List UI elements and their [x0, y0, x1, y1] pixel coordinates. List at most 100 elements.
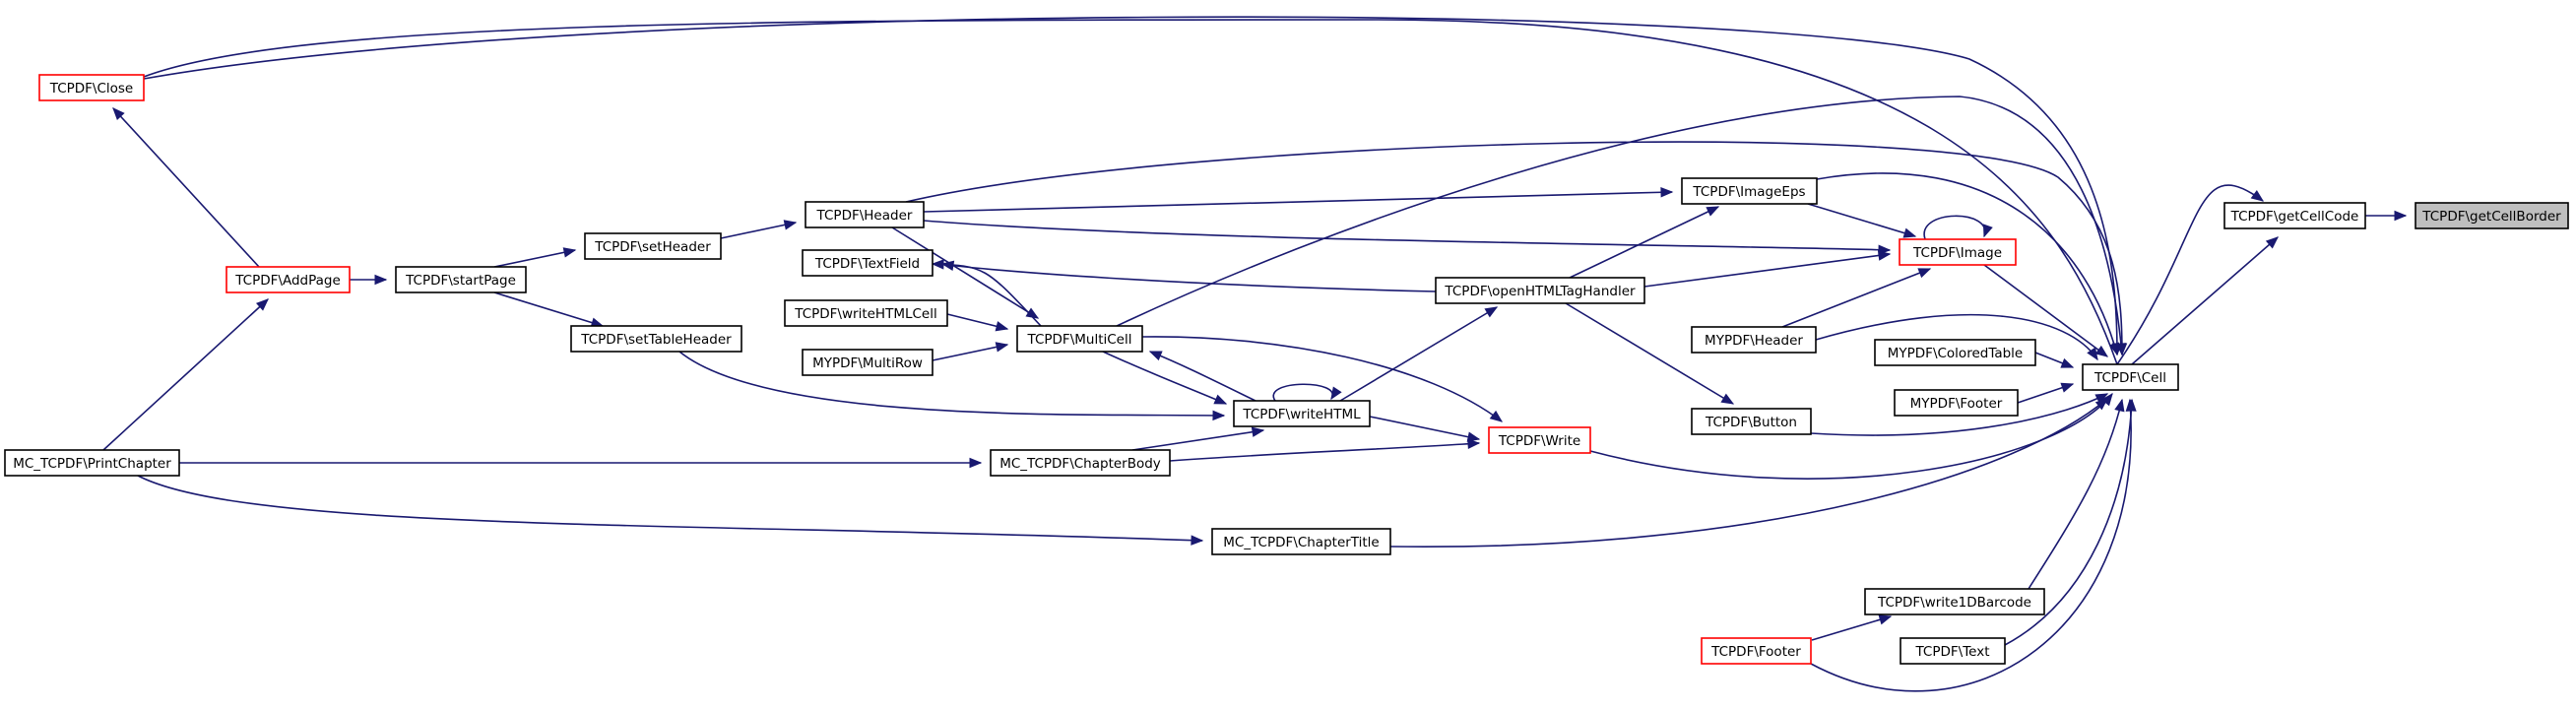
node-box[interactable]	[395, 266, 527, 293]
node-write1D[interactable]: TCPDF\write1DBarcode	[1864, 588, 2045, 615]
node-box[interactable]	[1864, 588, 2045, 615]
edge-button-to-cell	[1810, 393, 2109, 436]
node-addPage[interactable]: TCPDF\AddPage	[225, 266, 351, 293]
node-box[interactable]	[1874, 339, 2036, 366]
node-writeHTML[interactable]: TCPDF\writeHTML	[1233, 400, 1371, 427]
arrowhead-icon	[995, 321, 1009, 332]
edge-line	[493, 291, 604, 327]
node-multiCell[interactable]: TCPDF\MultiCell	[1016, 325, 1143, 353]
node-box[interactable]	[1681, 177, 1818, 205]
edge-coloredTable-to-cell	[2034, 352, 2075, 368]
node-text[interactable]: TCPDF\Text	[1900, 637, 2006, 665]
arrowhead-icon	[931, 259, 944, 270]
node-footer[interactable]: TCPDF\Footer	[1701, 637, 1812, 665]
node-writeHTMLCell[interactable]: TCPDF\writeHTMLCell	[784, 299, 948, 327]
node-label: MYPDF\ColoredTable	[1888, 346, 2023, 361]
edge-openHTML-to-button	[1565, 302, 1735, 405]
edge-line	[2028, 399, 2123, 590]
edge-image-to-cell	[1983, 264, 2109, 357]
node-box[interactable]	[990, 449, 1171, 477]
node-box[interactable]	[225, 266, 351, 293]
node-box[interactable]	[805, 201, 925, 228]
edge-line	[2004, 399, 2133, 646]
edge-text-to-cell	[2004, 398, 2137, 646]
node-box[interactable]	[784, 299, 948, 327]
node-box[interactable]	[1233, 400, 1371, 427]
edge-myFooter-to-cell	[2017, 382, 2075, 404]
node-box[interactable]	[802, 349, 934, 376]
node-box[interactable]	[1211, 528, 1391, 555]
edge-imageEps-to-cell	[1816, 172, 2120, 356]
node-cell[interactable]: TCPDF\Cell	[2082, 363, 2179, 391]
edge-line	[1369, 416, 1480, 440]
node-myFooter[interactable]: MYPDF\Footer	[1894, 389, 2019, 417]
arrowhead-icon	[2094, 393, 2109, 404]
node-image[interactable]: TCPDF\Image	[1899, 238, 2017, 266]
edge-setHeader-to-header	[720, 220, 798, 239]
edge-printChapter-to-addPage	[102, 298, 269, 451]
node-chapterTitle[interactable]: MC_TCPDF\ChapterTitle	[1211, 528, 1391, 555]
node-imageEps[interactable]: TCPDF\ImageEps	[1681, 177, 1818, 205]
node-myMultiRow[interactable]: MYPDF\MultiRow	[802, 349, 934, 376]
edge-line	[1811, 615, 1892, 641]
node-textField[interactable]: TCPDF\TextField	[802, 249, 934, 277]
node-printChapter[interactable]: MC_TCPDF\PrintChapter	[4, 449, 180, 477]
node-label: TCPDF\TextField	[814, 256, 920, 272]
node-label: TCPDF\Image	[1912, 245, 2002, 261]
arrowhead-icon	[2087, 347, 2098, 361]
node-label: TCPDF\Text	[1914, 644, 1989, 660]
node-getCellCode[interactable]: TCPDF\getCellCode	[2223, 202, 2366, 229]
node-button[interactable]: TCPDF\Button	[1691, 408, 1812, 435]
edge-writeHTML-to-multiCell	[1148, 351, 1256, 402]
node-box[interactable]	[2082, 363, 2179, 391]
edge-footer-to-write1D	[1811, 614, 1893, 641]
node-chapterBody[interactable]: MC_TCPDF\ChapterBody	[990, 449, 1171, 477]
node-label: TCPDF\getCellCode	[2230, 209, 2359, 225]
edge-line	[1389, 398, 2108, 549]
arrowhead-icon	[1212, 410, 1226, 421]
node-label: TCPDF\setHeader	[594, 239, 711, 255]
node-box[interactable]	[1488, 426, 1591, 454]
edge-close-to-getCellCode	[143, 19, 2265, 365]
node-setHeader[interactable]: TCPDF\setHeader	[584, 232, 722, 260]
node-box[interactable]	[1899, 238, 2017, 266]
arrowhead-icon	[374, 274, 388, 286]
edge-addPage-to-close	[112, 107, 260, 268]
node-box[interactable]	[1894, 389, 2019, 417]
node-label: TCPDF\writeHTMLCell	[794, 306, 936, 322]
node-getCellBorder[interactable]: TCPDF\getCellBorder	[2415, 202, 2569, 229]
arrowhead-icon	[1660, 187, 1674, 198]
node-write[interactable]: TCPDF\Write	[1488, 426, 1591, 454]
arrowhead-icon	[1917, 268, 1932, 279]
node-box[interactable]	[1701, 637, 1812, 665]
node-close[interactable]: TCPDF\Close	[38, 74, 145, 101]
node-box[interactable]	[2223, 202, 2366, 229]
edge-write1D-to-cell	[2028, 398, 2125, 590]
node-box[interactable]	[584, 232, 722, 260]
node-setTableHeader[interactable]: TCPDF\setTableHeader	[570, 325, 742, 353]
node-openHTML[interactable]: TCPDF\openHTMLTagHandler	[1435, 277, 1645, 304]
node-box[interactable]	[570, 325, 742, 353]
arrowhead-icon	[2094, 345, 2109, 357]
edge-line	[1272, 383, 1334, 402]
edge-myHeader-to-image	[1781, 268, 1932, 328]
node-box[interactable]	[802, 249, 934, 277]
node-myHeader[interactable]: MYPDF\Header	[1691, 326, 1817, 354]
edge-line	[2131, 236, 2279, 365]
arrowhead-icon	[2394, 210, 2408, 222]
node-box[interactable]	[1900, 637, 2006, 665]
edge-printChapter-to-chapterTitle	[137, 475, 1204, 546]
node-header[interactable]: TCPDF\Header	[805, 201, 925, 228]
node-startPage[interactable]: TCPDF\startPage	[395, 266, 527, 293]
node-box[interactable]	[1691, 408, 1812, 435]
node-box[interactable]	[2415, 202, 2569, 229]
edge-line	[1810, 393, 2108, 436]
arrowhead-icon	[969, 457, 983, 469]
node-box[interactable]	[4, 449, 180, 477]
edge-line	[932, 263, 1042, 327]
node-box[interactable]	[38, 74, 145, 101]
node-coloredTable[interactable]: MYPDF\ColoredTable	[1874, 339, 2036, 366]
node-box[interactable]	[1016, 325, 1143, 353]
node-box[interactable]	[1435, 277, 1645, 304]
node-box[interactable]	[1691, 326, 1817, 354]
